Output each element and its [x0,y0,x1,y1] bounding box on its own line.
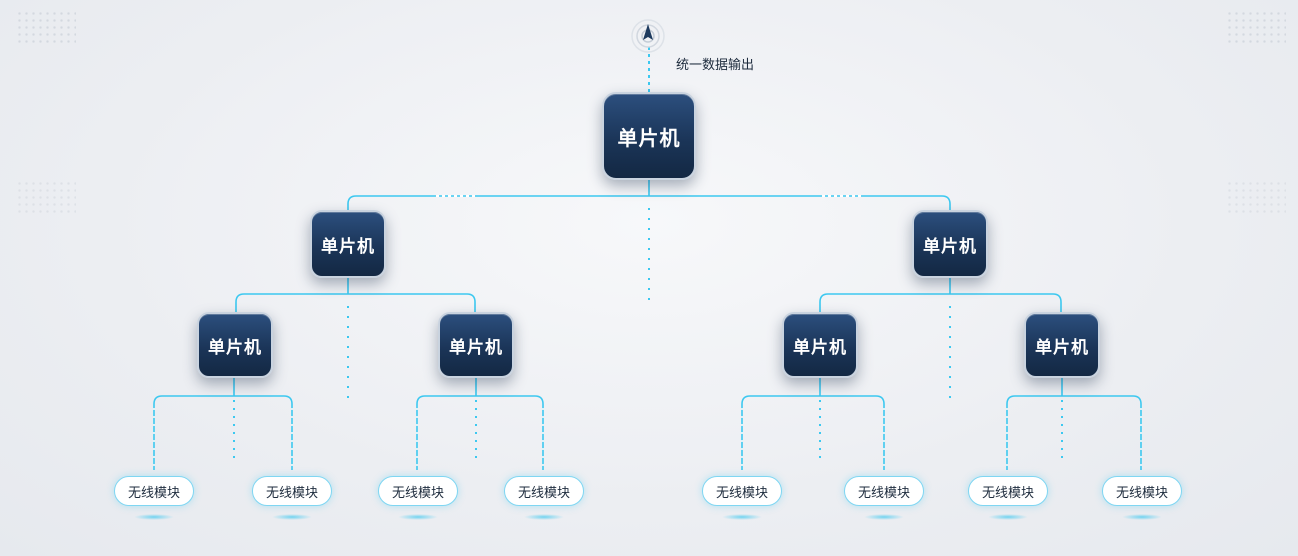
mcu-leaf-4[interactable]: 单片机 [1024,312,1100,378]
module-glow [864,514,904,520]
antenna-signal-icon [631,19,665,53]
wireless-module-3[interactable]: 无线模块 [378,476,458,506]
wireless-module-6[interactable]: 无线模块 [844,476,924,506]
root-bus [347,180,951,210]
left-mid-bus [235,278,476,312]
right-mid-bus [819,278,1062,312]
module-glow [134,514,174,520]
wireless-module-2[interactable]: 无线模块 [252,476,332,506]
module-glow [272,514,312,520]
wireless-module-5[interactable]: 无线模块 [702,476,782,506]
module-glow [398,514,438,520]
wireless-module-4[interactable]: 无线模块 [504,476,584,506]
decor-dot-grid [16,180,76,216]
mcu-mid-left[interactable]: 单片机 [310,210,386,278]
leaf4-bus [1006,378,1142,470]
mcu-root[interactable]: 单片机 [602,92,696,180]
wireless-module-1[interactable]: 无线模块 [114,476,194,506]
output-label: 统一数据输出 [676,58,755,73]
decor-dot-grid [1226,180,1286,216]
leaf1-bus [153,378,293,470]
leaf3-bus [741,378,885,470]
module-glow [1122,514,1162,520]
wireless-module-8[interactable]: 无线模块 [1102,476,1182,506]
module-glow [722,514,762,520]
decor-dot-grid [1226,10,1286,46]
mcu-leaf-1[interactable]: 单片机 [197,312,273,378]
module-uplinks [153,404,1142,466]
mcu-mid-right[interactable]: 单片机 [912,210,988,278]
wireless-module-7[interactable]: 无线模块 [968,476,1048,506]
leaf2-bus [416,378,544,470]
mcu-leaf-2[interactable]: 单片机 [438,312,514,378]
module-glow [988,514,1028,520]
module-glow [524,514,564,520]
decor-dot-grid [16,10,76,46]
mcu-leaf-3[interactable]: 单片机 [782,312,858,378]
